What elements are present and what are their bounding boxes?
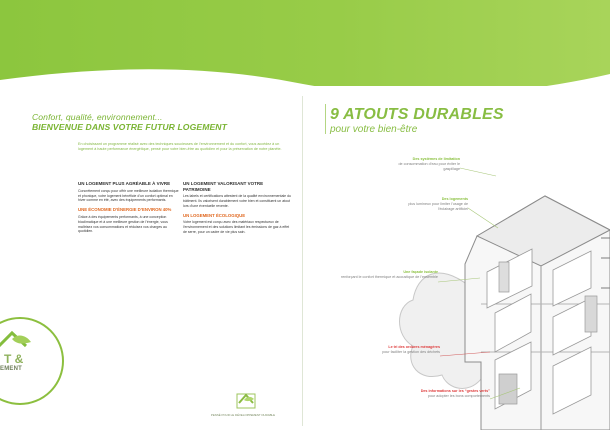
callout-green-gestures: Des informations sur les “gestes verts” … [410, 389, 490, 399]
left-kicker: Confort, qualité, environnement... BIENV… [32, 112, 294, 132]
left-kicker-line-2: BIENVENUE DANS VOTRE FUTUR LOGEMENT [32, 122, 227, 132]
house-illustration [399, 195, 610, 430]
callout-1-accent: Des systèmes de limitation [412, 157, 460, 161]
callout-2-text: plus lumineux pour limiter l’usage de l’… [408, 202, 468, 211]
left-circle-logo: T & EMENT [0, 317, 64, 405]
logo-subtext: EMENT [0, 366, 22, 372]
right-column-heading: UN LOGEMENT VALORISANT VOTRE PATRIMOINE [183, 181, 264, 192]
leaf-house-icon [0, 330, 31, 348]
callout-water-saving: Des systèmes de limitation de consommati… [392, 157, 461, 172]
right-column-paragraph-2: Votre logement est conçu avec des matéri… [183, 220, 290, 235]
callout-waste-sorting: Le tri des ordures ménagères pour facili… [348, 345, 440, 355]
callout-4-text: pour faciliter la gestion des déchets [382, 350, 440, 354]
callout-3-text: renforçant le confort thermique et acous… [341, 275, 438, 279]
left-column: UN LOGEMENT PLUS AGRÉABLE À VIVRE Concrè… [78, 181, 180, 237]
callout-natural-light: Des logements plus lumineux pour limiter… [406, 197, 468, 212]
footer-logo-icon [236, 393, 256, 409]
callout-1-text: de consommation d’eau pour éviter le gas… [398, 162, 461, 171]
left-column-paragraph-1: Concrètement conçu pour offrir une meill… [78, 188, 179, 203]
callout-5-accent: Des informations sur les “gestes verts” [420, 389, 490, 393]
callout-5-text: pour adopter les bons comportements [427, 394, 490, 398]
callout-3-accent: Une façade isolante [403, 270, 438, 274]
right-page-subtitle: pour votre bien-être [330, 124, 418, 135]
left-column-subheading: UNE ÉCONOMIE D’ÉNERGIE D’ENVIRON 40% [78, 207, 172, 213]
footer-tagline: PENSÉ POUR LE DÉVELOPPEMENT DURABLE [210, 413, 276, 417]
title-accent-line [325, 104, 326, 134]
callout-4-accent: Le tri des ordures ménagères [388, 345, 440, 349]
left-column-heading: UN LOGEMENT PLUS AGRÉABLE À VIVRE [78, 181, 171, 186]
right-page-title: 9 ATOUTS DURABLES [330, 106, 504, 123]
intro-text: En choisissant un programme réalisé avec… [78, 142, 282, 152]
left-column-paragraph-2: Grâce à des équipements performants, à u… [78, 214, 168, 234]
top-band-curve [0, 69, 610, 100]
right-column-paragraph-1: Les labels et certifications attestent d… [183, 194, 291, 208]
callout-insulation: Une façade isolante renforçant le confor… [336, 270, 438, 280]
right-column-subheading: UN LOGEMENT ÉCOLOGIQUE [183, 212, 246, 218]
callout-2-accent: Des logements [441, 197, 468, 201]
logo-text: T & [4, 352, 24, 366]
page-divider [302, 96, 303, 426]
left-kicker-line-1: Confort, qualité, environnement... [32, 112, 163, 122]
right-column: UN LOGEMENT VALORISANT VOTRE PATRIMOINE … [183, 181, 291, 238]
